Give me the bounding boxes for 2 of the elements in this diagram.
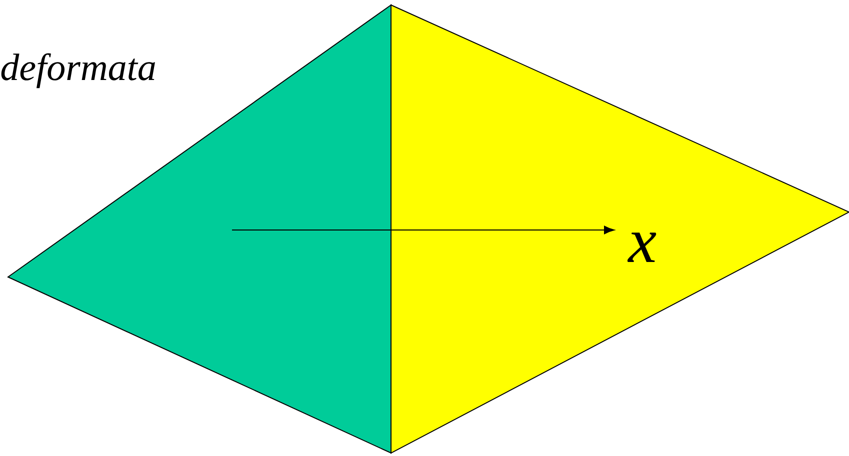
axis-label: x [627, 232, 656, 262]
text-label: deformata [1, 53, 155, 88]
